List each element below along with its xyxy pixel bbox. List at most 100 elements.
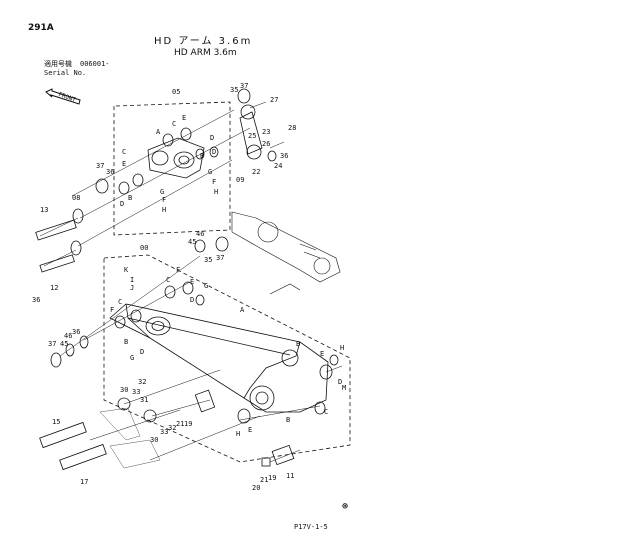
callout-05: 05 (172, 88, 180, 96)
callout-22: 22 (252, 168, 260, 176)
callout-27: 27 (270, 96, 278, 104)
callout-D-6: D (338, 378, 342, 386)
upper-assembly-boundary (113, 101, 231, 236)
callout-46-b: 46 (64, 332, 72, 340)
callout-E-3: E (190, 278, 194, 286)
callout-37: 37 (240, 82, 248, 90)
callout-E-5: E (248, 426, 252, 434)
callout-H-1: H (214, 188, 218, 196)
arm-pin-boss-front (249, 385, 275, 411)
callout-B-3: B (124, 338, 128, 346)
callout-E-2: E (122, 160, 126, 168)
callout-30: 30 (120, 386, 128, 394)
callout-33-b: 33 (160, 428, 168, 436)
callout-46: 46 (196, 230, 204, 238)
callout-12: 12 (50, 284, 58, 292)
callout-45: 45 (188, 238, 196, 246)
callout-45-b: 45 (60, 340, 68, 348)
callout-H-3: H (340, 344, 344, 352)
callout-19-b: 19 (268, 474, 276, 482)
callout-M: M (342, 384, 346, 392)
callout-21: 21 (176, 420, 184, 428)
bushing-31 (194, 389, 216, 413)
callout-C-4: C (118, 298, 122, 306)
callout-E-4: E (320, 350, 324, 358)
callout-B-4: B (296, 340, 300, 348)
callout-D-2: D (212, 148, 216, 156)
callout-D-3: D (120, 200, 124, 208)
callout-A-2: A (240, 306, 245, 314)
callout-28: 28 (288, 124, 296, 132)
callout-K: K (124, 266, 129, 274)
callout-36: 36 (280, 152, 288, 160)
callout-36-c: 36 (32, 296, 40, 304)
pin-15 (39, 421, 87, 449)
title-english: HD ARM 3.6m (174, 48, 237, 58)
callout-32-b: 32 (168, 424, 176, 432)
callout-G-4: G (130, 354, 134, 362)
callout-H-2: H (162, 206, 166, 214)
callout-36-d: 36 (72, 328, 80, 336)
callout-F-2: F (162, 196, 166, 204)
pin-17 (59, 443, 107, 471)
pin-13 (35, 219, 77, 241)
serial-label-english: Serial No. (44, 69, 87, 77)
callout-G-2: G (160, 188, 164, 196)
callout-31: 31 (140, 396, 148, 404)
arm-pin-boss-top (281, 349, 299, 367)
callout-26: 26 (262, 140, 270, 148)
link-arm (239, 111, 263, 155)
page-code: 291A (28, 23, 54, 33)
callout-15: 15 (52, 418, 60, 426)
footer-page-ref: P17V-1-5 (294, 523, 328, 531)
serial-number-value: 006001- (80, 60, 110, 68)
callout-19: 19 (184, 420, 192, 428)
callout-37-c: 37 (216, 254, 224, 262)
callout-J: J (130, 284, 134, 292)
footer-symbol: ⊛ (342, 501, 349, 512)
callout-C-2: C (122, 148, 126, 156)
callout-35: 35 (230, 86, 238, 94)
callout-C-5: C (324, 408, 328, 416)
callout-E-1: E (182, 114, 186, 122)
callout-37-b: 37 (96, 162, 104, 170)
callout-37-d: 37 (48, 340, 56, 348)
callout-B-5: B (286, 416, 290, 424)
lower-assembly-boundary (103, 254, 351, 463)
callout-B-1: B (200, 152, 204, 160)
callout-00: 00 (140, 244, 148, 252)
callout-08: 08 (72, 194, 80, 202)
callout-25: 25 (248, 132, 256, 140)
callout-09: 09 (236, 176, 244, 184)
callout-17: 17 (80, 478, 88, 486)
callout-D-5: D (140, 348, 144, 356)
serial-label-japanese: 適用号機 (44, 60, 72, 68)
callout-G-3: G (204, 282, 208, 290)
callout-F-3: F (176, 266, 180, 274)
callout-35-b: 35 (204, 256, 212, 264)
callout-36-b: 36 (106, 168, 114, 176)
callout-32: 32 (138, 378, 146, 386)
pin-12 (39, 254, 75, 273)
callout-21-b: 21 (260, 476, 268, 484)
callout-F-4: F (110, 306, 114, 314)
callout-13: 13 (40, 206, 48, 214)
callout-D-1: D (210, 134, 214, 142)
title-japanese: HD アーム 3.6m (154, 36, 253, 47)
callout-23: 23 (262, 128, 270, 136)
callout-H-4: H (236, 430, 240, 438)
callout-D-4: D (190, 296, 194, 304)
arm-body (109, 303, 329, 413)
callout-B-2: B (128, 194, 132, 202)
callout-I: I (130, 276, 134, 284)
callout-F-1: F (212, 178, 216, 186)
upper-link-bracket (147, 137, 205, 179)
callout-24: 24 (274, 162, 282, 170)
callout-G-1: G (208, 168, 212, 176)
front-arrow-icon: FRONT (44, 88, 84, 110)
callout-A-1: A (156, 128, 161, 136)
callout-C-1: C (172, 120, 176, 128)
callout-30-b: 30 (150, 436, 158, 444)
arm-foot-boss (145, 316, 171, 336)
